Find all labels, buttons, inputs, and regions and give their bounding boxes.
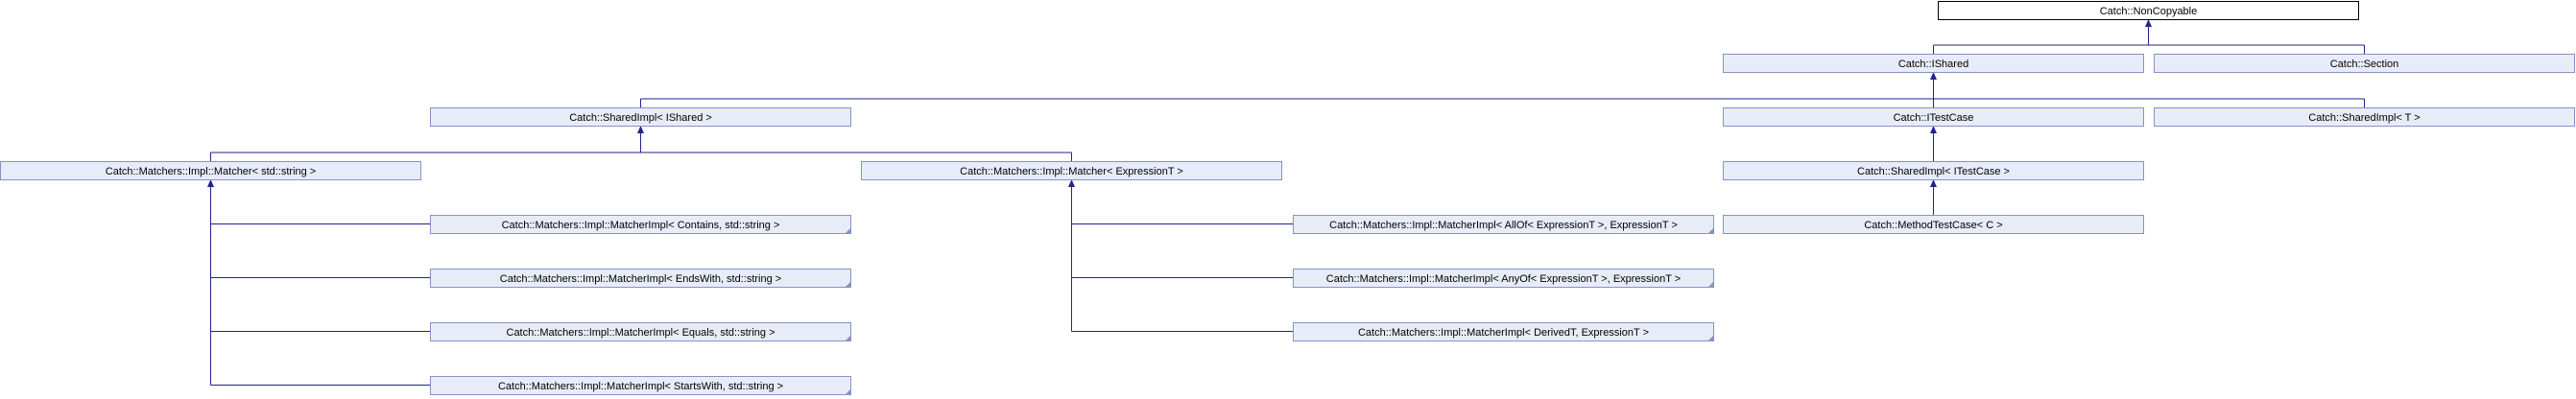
class-box [0,161,421,180]
class-node-itestcase[interactable]: Catch::ITestCase [1723,107,2144,127]
class-box [430,322,851,341]
class-box [1293,215,1714,234]
class-box [1938,1,2359,20]
class-node-matcher_expr[interactable]: Catch::Matchers::Impl::Matcher< Expressi… [861,161,1282,180]
class-label: Catch::SharedImpl< IShared > [569,112,712,124]
class-label: Catch::ITestCase [1894,112,1974,124]
class-label: Catch::Matchers::Impl::MatcherImpl< Equa… [507,327,775,339]
truncation-corner-icon [846,228,850,233]
arrowhead-matcher_expr [1068,179,1075,187]
arrowhead-sharedimpl_itestcase [1930,179,1937,187]
class-node-section[interactable]: Catch::Section [2154,54,2575,73]
class-node-mi_endswith[interactable]: Catch::Matchers::Impl::MatcherImpl< Ends… [430,269,851,288]
class-label: Catch::SharedImpl< T > [2308,112,2420,124]
truncation-corner-icon [846,336,850,340]
class-box [1293,322,1714,341]
class-node-sharedimpl_ishared[interactable]: Catch::SharedImpl< IShared > [430,107,851,127]
class-box [430,107,851,127]
class-label: Catch::SharedImpl< ITestCase > [1857,166,2010,177]
class-label: Catch::Matchers::Impl::Matcher< Expressi… [960,166,1183,177]
class-box [430,269,851,288]
class-box [1723,107,2144,127]
class-label: Catch::Matchers::Impl::MatcherImpl< Ends… [500,273,781,285]
class-label: Catch::IShared [1898,59,1968,70]
class-label: Catch::Matchers::Impl::MatcherImpl< Deri… [1358,327,1649,339]
class-node-ishared[interactable]: Catch::IShared [1723,54,2144,73]
class-box [430,376,851,395]
class-node-methodtestcase[interactable]: Catch::MethodTestCase< C > [1723,215,2144,234]
class-box [1723,215,2144,234]
class-label: Catch::Matchers::Impl::MatcherImpl< Cont… [502,220,780,231]
class-node-noncopyable[interactable]: Catch::NonCopyable [1938,1,2359,20]
arrowhead-sharedimpl_ishared [637,126,644,133]
class-box [861,161,1282,180]
class-node-mi_allof[interactable]: Catch::Matchers::Impl::MatcherImpl< AllO… [1293,215,1714,234]
class-node-mi_startswith[interactable]: Catch::Matchers::Impl::MatcherImpl< Star… [430,376,851,395]
class-box [430,215,851,234]
truncation-corner-icon [1708,282,1713,287]
class-box [1293,269,1714,288]
class-label: Catch::Matchers::Impl::MatcherImpl< AnyO… [1326,273,1681,285]
arrowhead-ishared [1930,72,1937,80]
class-box [1723,54,2144,73]
class-label: Catch::MethodTestCase< C > [1864,220,2002,231]
arrowhead-noncopyable [2145,19,2152,27]
class-label: Catch::Matchers::Impl::MatcherImpl< Star… [498,381,783,392]
class-label: Catch::Section [2330,59,2399,70]
class-box [2154,54,2575,73]
class-node-sharedimpl_itestcase[interactable]: Catch::SharedImpl< ITestCase > [1723,161,2144,180]
class-box [1723,161,2144,180]
truncation-corner-icon [846,282,850,287]
class-node-mi_anyof[interactable]: Catch::Matchers::Impl::MatcherImpl< AnyO… [1293,269,1714,288]
arrowhead-matcher_string [207,179,214,187]
class-node-mi_equals[interactable]: Catch::Matchers::Impl::MatcherImpl< Equa… [430,322,851,341]
class-label: Catch::Matchers::Impl::Matcher< std::str… [106,166,316,177]
inheritance-edges [207,19,2365,386]
truncation-corner-icon [846,389,850,394]
class-label: Catch::Matchers::Impl::MatcherImpl< AllO… [1329,220,1678,231]
class-box [2154,107,2575,127]
class-node-sharedimpl_t[interactable]: Catch::SharedImpl< T > [2154,107,2575,127]
class-node-mi_contains[interactable]: Catch::Matchers::Impl::MatcherImpl< Cont… [430,215,851,234]
truncation-corner-icon [1708,228,1713,233]
class-label: Catch::NonCopyable [2100,6,2198,17]
class-node-mi_derived[interactable]: Catch::Matchers::Impl::MatcherImpl< Deri… [1293,322,1714,341]
truncation-corner-icon [1708,336,1713,340]
arrowhead-itestcase [1930,126,1937,133]
class-node-matcher_string[interactable]: Catch::Matchers::Impl::Matcher< std::str… [0,161,421,180]
